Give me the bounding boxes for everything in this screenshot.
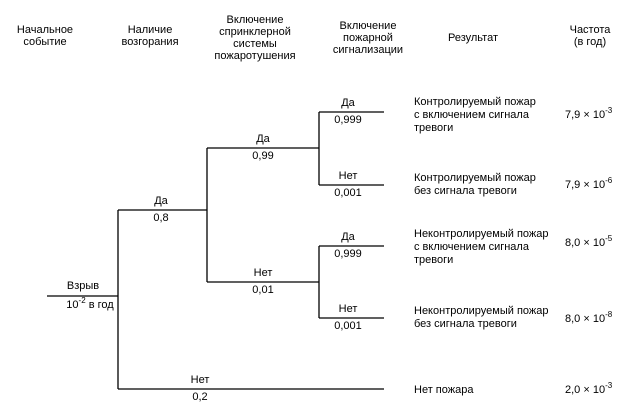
header-initial-event: Начальное событие: [16, 24, 74, 48]
rate-base: 10: [66, 299, 79, 311]
sprinkler-no-label: Нет: [253, 267, 273, 279]
outcome-5-text: Нет пожара: [414, 384, 474, 396]
outcome-3-frequency: 8,0 × 10-5: [565, 234, 613, 250]
alarm-yes-1-prob: 0,999: [334, 114, 362, 126]
ignition-yes-label: Да: [154, 195, 168, 207]
alarm-no-2-prob: 0,001: [334, 320, 362, 332]
outcome-4-frequency: 8,0 × 10-8: [565, 310, 613, 326]
alarm-no-2-label: Нет: [338, 303, 358, 315]
outcome-2-frequency: 7,9 × 10-6: [565, 176, 613, 192]
ignition-no-label: Нет: [190, 374, 210, 386]
header-alarm: Включение пожарной сигнализации: [332, 20, 404, 56]
outcome-1-frequency: 7,9 × 10-3: [565, 106, 613, 122]
rate-exp: -2: [78, 296, 86, 305]
outcome-2-text: Контролируемый пожар без сигнала тревоги: [414, 172, 536, 197]
alarm-yes-1-label: Да: [341, 97, 355, 109]
outcome-4-text: Неконтролируемый пожар без сигнала трево…: [414, 305, 549, 330]
sprinkler-yes-prob: 0,99: [252, 150, 274, 162]
ignition-yes-prob: 0,8: [153, 212, 169, 224]
outcome-3-text: Неконтролируемый пожар с включением сигн…: [414, 228, 549, 266]
header-frequency: Частота (в год): [569, 24, 611, 48]
initial-event-name: Взрыв: [66, 280, 100, 292]
alarm-no-1-label: Нет: [338, 170, 358, 182]
outcome-5-frequency: 2,0 × 10-3: [565, 381, 613, 397]
sprinkler-no-prob: 0,01: [252, 284, 274, 296]
ignition-no-prob: 0,2: [192, 391, 208, 403]
header-ignition: Наличие возгорания: [121, 24, 179, 48]
alarm-yes-2-prob: 0,999: [334, 248, 362, 260]
sprinkler-yes-label: Да: [256, 133, 270, 145]
outcome-1-text: Контролируемый пожар с включением сигнал…: [414, 96, 536, 134]
header-sprinkler: Включение спринклерной системы пожаротуш…: [214, 14, 296, 62]
rate-unit: в год: [85, 299, 114, 311]
header-result: Результат: [447, 32, 499, 44]
alarm-yes-2-label: Да: [341, 231, 355, 243]
initial-event-rate: 10-2 в год: [66, 296, 114, 312]
alarm-no-1-prob: 0,001: [334, 187, 362, 199]
